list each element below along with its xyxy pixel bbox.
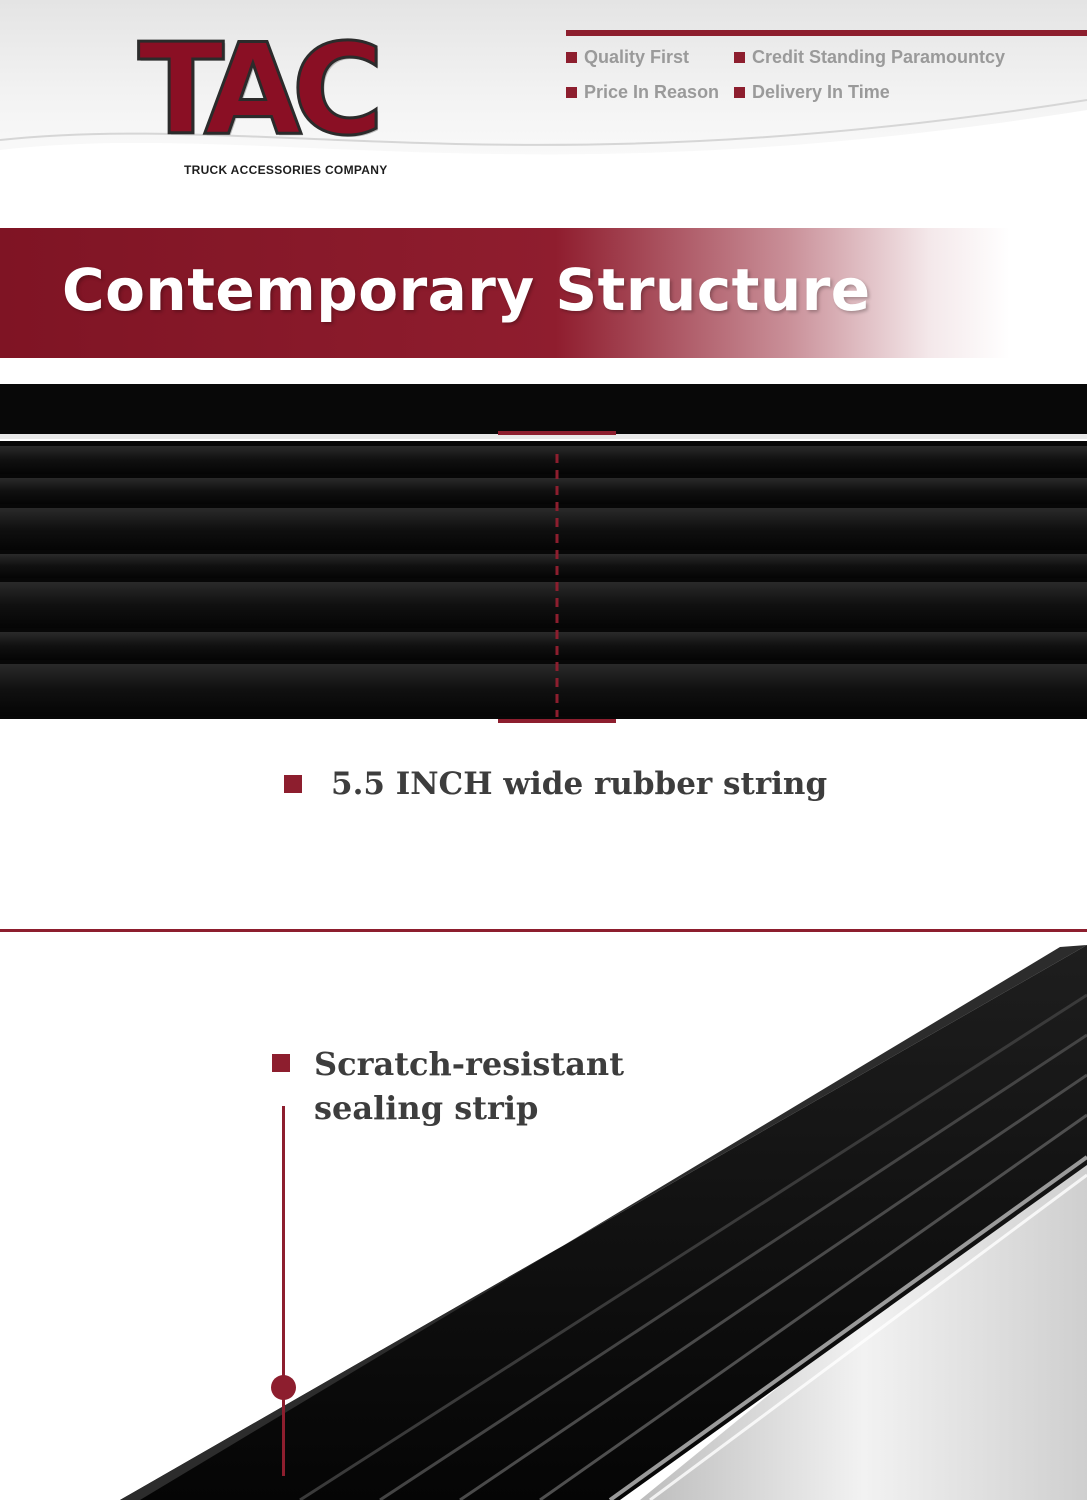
- header-rule: [566, 30, 1087, 36]
- header-swoosh-graphic: [0, 99, 1087, 215]
- tagline-delivery-in-time: Delivery In Time: [734, 82, 890, 103]
- square-bullet-icon: [284, 775, 302, 793]
- feature-caption-text: 5.5 INCH wide rubber string: [331, 766, 828, 802]
- tagline-quality-first: Quality First: [566, 47, 689, 68]
- tac-logo[interactable]: TAC TRUCK ACCESSORIES COMPANY: [137, 16, 438, 185]
- tagline-label: Quality First: [584, 47, 690, 67]
- tagline-label: Credit Standing Paramountcy: [752, 47, 1006, 67]
- feature-caption-sealing-strip: Scratch-resistant sealing strip: [314, 1042, 624, 1130]
- callout-line: [282, 1106, 285, 1476]
- tagline-credit-standing: Credit Standing Paramountcy: [734, 47, 1005, 68]
- feature-caption-line-1: Scratch-resistant: [314, 1045, 624, 1083]
- running-board-angled-view: [120, 945, 1087, 1500]
- section-divider: [0, 929, 1087, 932]
- square-bullet-icon: [566, 52, 577, 63]
- square-bullet-icon: [272, 1054, 290, 1072]
- square-bullet-icon: [734, 87, 745, 98]
- tagline-label: Delivery In Time: [752, 82, 890, 102]
- callout-dot: [271, 1375, 296, 1400]
- header: TAC TRUCK ACCESSORIES COMPANY Quality Fi…: [0, 0, 1087, 215]
- feature-caption-line-2: sealing strip: [314, 1089, 539, 1127]
- running-board-top-view: [0, 384, 1087, 723]
- logo-subtitle: TRUCK ACCESSORIES COMPANY: [184, 163, 388, 177]
- logo-letters: TAC: [137, 16, 386, 163]
- section-banner: [0, 228, 1010, 358]
- square-bullet-icon: [566, 87, 577, 98]
- square-bullet-icon: [734, 52, 745, 63]
- section-title: Contemporary Structure: [62, 256, 871, 324]
- feature-caption-rubber-string: 5.5 INCH wide rubber string: [284, 766, 827, 802]
- tagline-label: Price In Reason: [584, 82, 720, 102]
- tagline-price-in-reason: Price In Reason: [566, 82, 719, 103]
